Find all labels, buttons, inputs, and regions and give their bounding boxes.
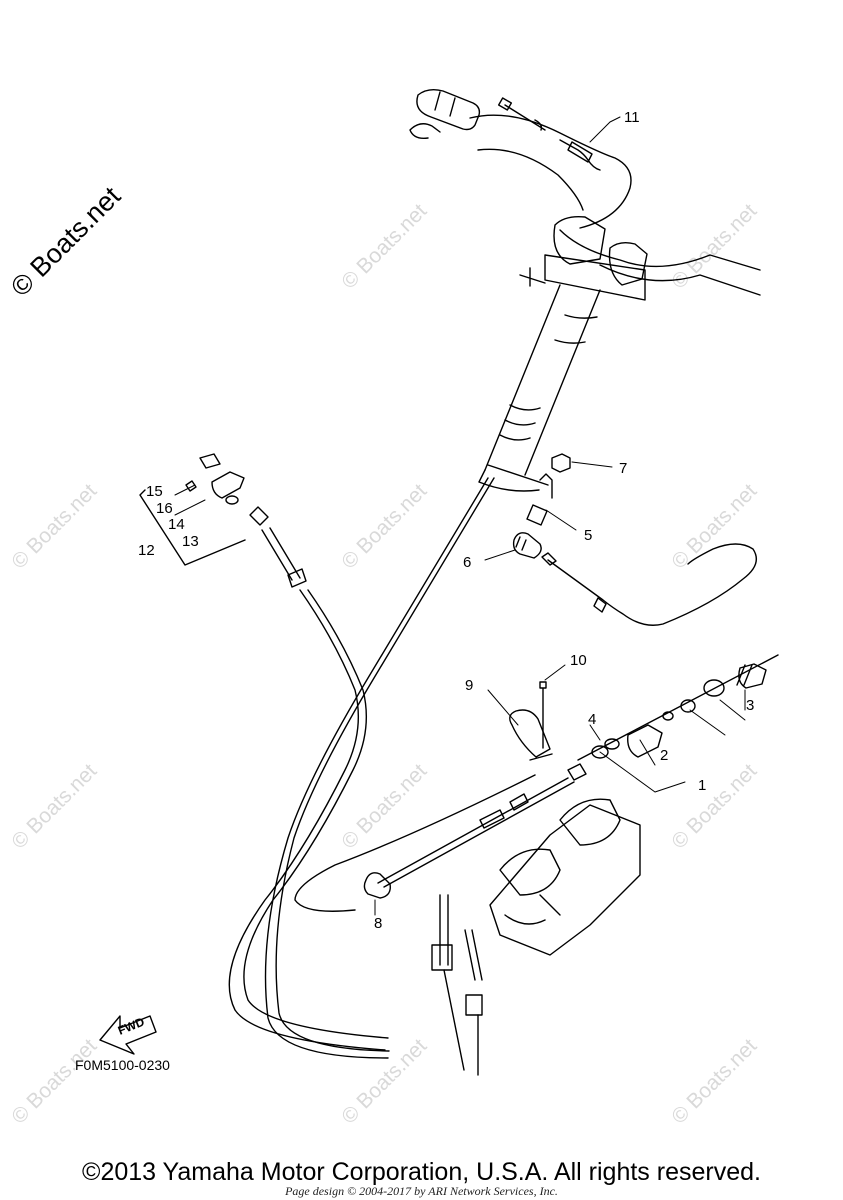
figure-code: F0M5100-0230 — [75, 1057, 170, 1073]
boot-6 — [512, 532, 542, 559]
callout-16: 16 — [156, 500, 173, 517]
watermark: © Boats.net — [667, 479, 761, 573]
bracket-12 — [139, 489, 246, 566]
part-14 — [211, 471, 245, 499]
throttle-cable-end — [497, 97, 601, 171]
callout-6: 6 — [463, 554, 471, 571]
callout-1: 1 — [698, 777, 706, 794]
callout-12: 12 — [138, 542, 155, 559]
watermark: © Boats.net — [7, 1034, 101, 1128]
part-15 — [199, 453, 221, 469]
callouts: 1 2 3 4 5 6 7 8 9 10 11 12 13 14 15 16 — [138, 109, 754, 932]
watermark: © Boats.net — [7, 479, 101, 573]
callout-13: 13 — [182, 533, 199, 550]
watermark: © Boats.net — [337, 199, 431, 293]
cable-assembly-12 — [228, 506, 389, 1051]
callout-8: 8 — [374, 915, 382, 932]
part-16 — [185, 480, 197, 492]
callout-9: 9 — [465, 677, 473, 694]
callout-4: 4 — [588, 711, 596, 728]
callout-5: 5 — [584, 527, 592, 544]
watermark: © Boats.net — [337, 479, 431, 573]
assembly-drawing — [99, 88, 779, 1076]
copyright-notice: ©2013 Yamaha Motor Corporation, U.S.A. A… — [82, 1158, 761, 1186]
callout-3: 3 — [746, 697, 754, 714]
callout-10: 10 — [570, 652, 587, 669]
callout-2: 2 — [660, 747, 668, 764]
carburetor — [431, 798, 641, 1076]
long-cable — [264, 477, 489, 1059]
part-13 — [225, 495, 239, 505]
joint-5 — [526, 473, 553, 526]
corner-watermark: © Boats.net — [5, 181, 127, 303]
watermark: © Boats.net — [667, 1034, 761, 1128]
callout-11: 11 — [624, 109, 640, 126]
callout-14: 14 — [168, 516, 185, 533]
long-cable-2 — [275, 477, 495, 1052]
handlebar — [409, 88, 761, 301]
cable-loop-upper — [547, 543, 757, 626]
cable-upper-end — [541, 552, 607, 613]
watermark-grid: © Boats.net © Boats.net © Boats.net © Bo… — [7, 199, 761, 1128]
cable-assembly-1 — [294, 654, 779, 912]
fwd-arrow — [99, 1015, 157, 1055]
design-credit: Page design © 2004-2017 by ARI Network S… — [285, 1184, 558, 1198]
callout-15: 15 — [146, 483, 163, 500]
nut-7 — [551, 453, 571, 473]
steering-column — [478, 284, 601, 492]
watermark: © Boats.net — [7, 759, 101, 853]
watermark: © Boats.net — [667, 759, 761, 853]
callout-7: 7 — [619, 460, 627, 477]
leader-lines — [174, 116, 746, 916]
